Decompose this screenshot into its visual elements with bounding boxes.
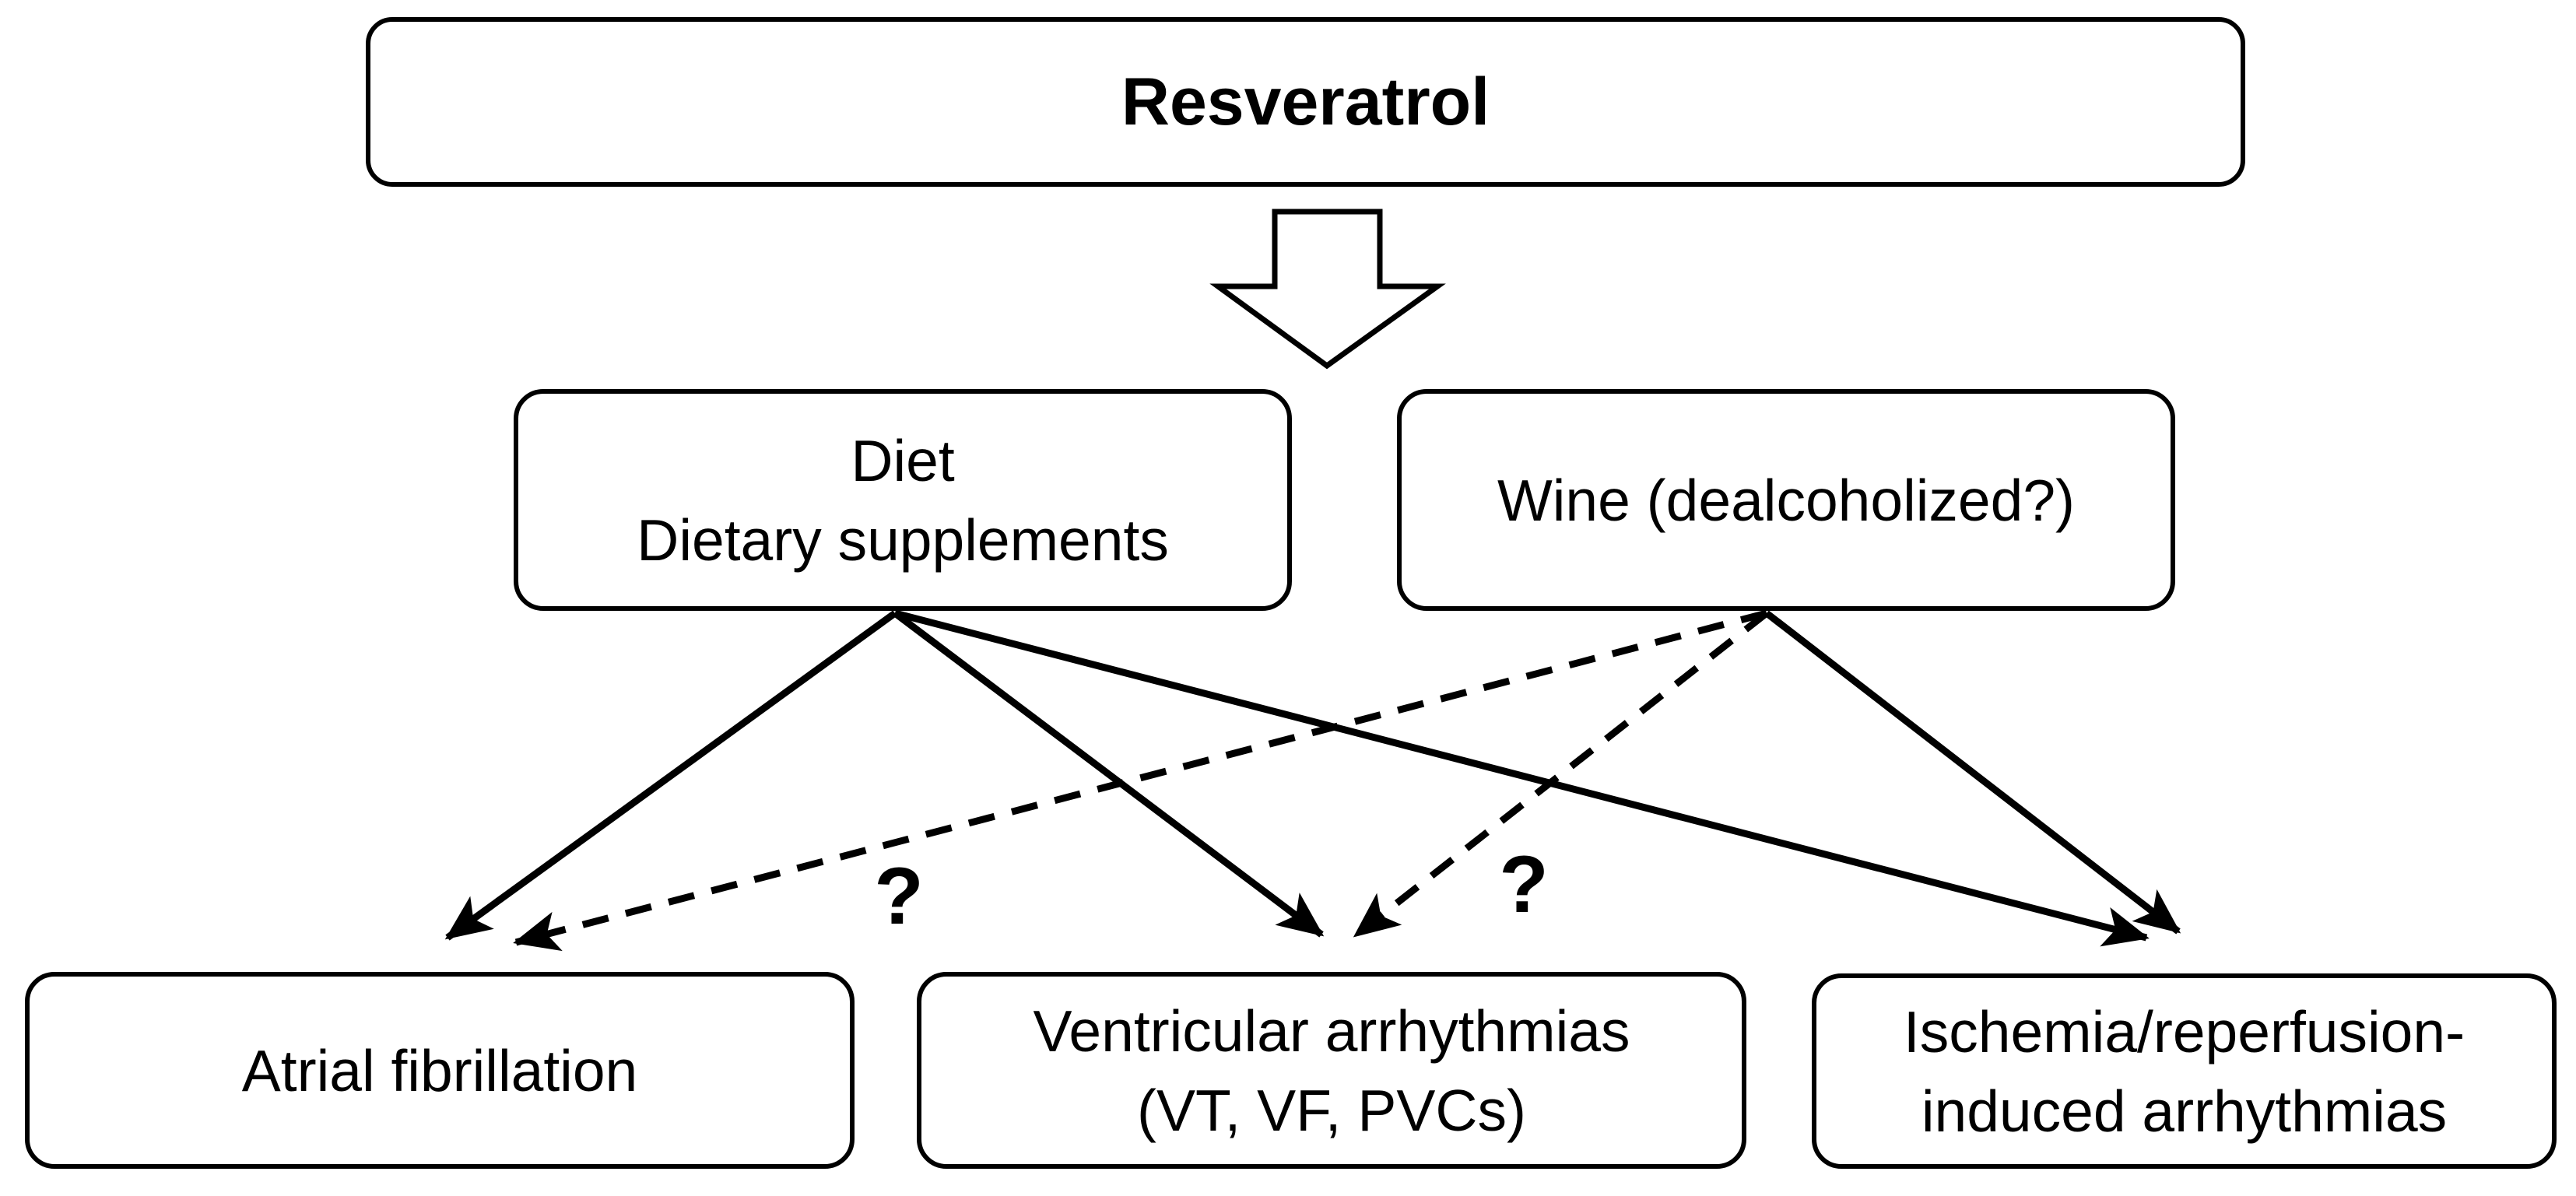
edge-wine-to-atrial-fibrillation [513,609,1768,952]
box-resveratrol-label: Resveratrol [1121,64,1490,139]
edge-diet-to-ventricular-arrhythmias [893,610,1325,938]
edge-diet-to-atrial-fibrillation [444,610,897,941]
edge-wine-to-ischemia-reperfusion [1764,610,2181,935]
box-wine-line1: Wine (dealcoholized?) [1497,467,2076,533]
box-atrial-fibrillation-label: Atrial fibrillation [241,1037,638,1103]
box-ischemia-reperfusion-line1: Ischemia/reperfusion- [1903,998,2465,1064]
box-ventricular-arrhythmias: Ventricular arrhythmias (VT, VF, PVCs) [917,972,1746,1169]
box-ischemia-reperfusion: Ischemia/reperfusion- induced arrhythmia… [1812,973,2557,1169]
question-mark-wine-to-ventricular-arrhythmias: ? [1499,840,1549,930]
down-block-arrow-icon [1209,209,1446,370]
box-wine-dealcoholized: Wine (dealcoholized?) [1397,389,2175,611]
box-atrial-fibrillation: Atrial fibrillation [25,972,855,1169]
box-resveratrol: Resveratrol [366,17,2245,187]
box-diet-line2: Dietary supplements [637,507,1169,573]
edge-group [444,609,2181,952]
edge-diet-to-ischemia-reperfusion [893,609,2150,947]
question-mark-wine-to-atrial-fibrillation: ? [874,851,924,942]
box-ventricular-arrhythmias-line2: (VT, VF, PVCs) [1136,1077,1527,1143]
box-ischemia-reperfusion-line2: induced arrhythmias [1921,1078,2448,1144]
box-diet-dietary-supplements: Diet Dietary supplements [514,389,1292,611]
box-ventricular-arrhythmias-line1: Ventricular arrhythmias [1033,998,1630,1064]
box-diet-line1: Diet [851,427,955,493]
